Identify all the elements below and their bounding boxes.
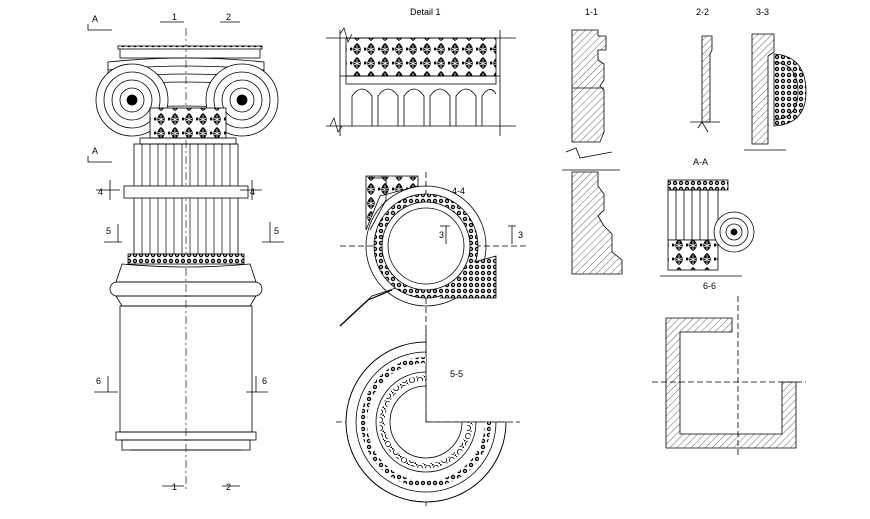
marker-3-a: 3 xyxy=(439,230,444,240)
detail-1-drawing xyxy=(326,27,516,136)
marker-2-top: 2 xyxy=(226,12,231,22)
section-4-4 xyxy=(339,172,526,340)
title-3-3: 3-3 xyxy=(756,7,769,17)
marker-4-left: 4 xyxy=(98,187,103,197)
marker-2-bottom: 2 xyxy=(226,482,231,492)
column-elevation xyxy=(95,28,279,492)
title-4-4: 4-4 xyxy=(452,186,465,196)
marker-a-mid: A xyxy=(92,146,98,156)
marker-6-left: 6 xyxy=(96,376,101,386)
marker-6-right: 6 xyxy=(262,376,267,386)
marker-4-right: 4 xyxy=(250,187,255,197)
column-section-markers xyxy=(87,21,284,487)
title-5-5: 5-5 xyxy=(450,369,463,379)
section-5-5 xyxy=(336,330,520,506)
marker-1-bottom: 1 xyxy=(172,482,177,492)
section-3-3 xyxy=(744,33,807,151)
section-a-a xyxy=(660,179,755,277)
marker-1-top: 1 xyxy=(172,12,177,22)
title-a-a: A-A xyxy=(693,157,708,167)
marker-5-right: 5 xyxy=(274,226,279,236)
title-detail-1: Detail 1 xyxy=(410,7,441,17)
marker-a-top: A xyxy=(92,14,98,24)
section-6-6 xyxy=(652,296,806,458)
title-2-2: 2-2 xyxy=(696,7,709,17)
marker-5-left: 5 xyxy=(106,226,111,236)
section-1-1 xyxy=(562,29,623,275)
marker-3-b: 3 xyxy=(518,230,523,240)
section-2-2 xyxy=(690,35,720,133)
title-6-6: 6-6 xyxy=(703,281,716,291)
title-1-1: 1-1 xyxy=(585,7,598,17)
